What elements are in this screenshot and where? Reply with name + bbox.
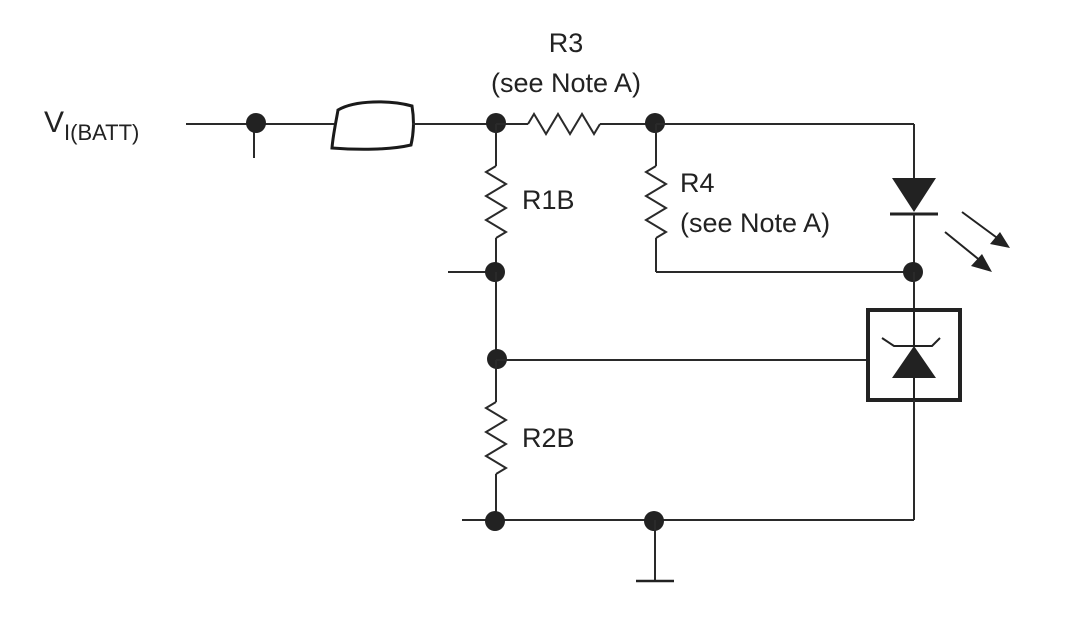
r4-note: (see Note A) — [680, 208, 830, 238]
input-voltage-label: VI(BATT) — [44, 106, 139, 145]
ground-icon — [636, 520, 674, 583]
r1b-label: R1B — [522, 185, 575, 215]
r1b-resistor — [484, 124, 508, 272]
r3-note: (see Note A) — [491, 68, 641, 98]
shunt-regulator-icon — [866, 308, 962, 402]
r3-resistor — [496, 112, 656, 136]
hand-drawn-switch-icon — [330, 100, 415, 151]
input-node — [246, 113, 266, 133]
r4-label: R4 — [680, 168, 715, 198]
r2b-label: R2B — [522, 423, 575, 453]
bottom-left-node — [485, 511, 505, 531]
led-icon — [890, 178, 1010, 272]
r3-label: R3 — [549, 28, 584, 58]
input-voltage-main: V — [44, 106, 64, 139]
input-voltage-subscript: I(BATT) — [64, 120, 139, 145]
r4-resistor — [644, 124, 914, 273]
top-right-node — [645, 113, 665, 133]
r2b-resistor — [484, 360, 508, 520]
